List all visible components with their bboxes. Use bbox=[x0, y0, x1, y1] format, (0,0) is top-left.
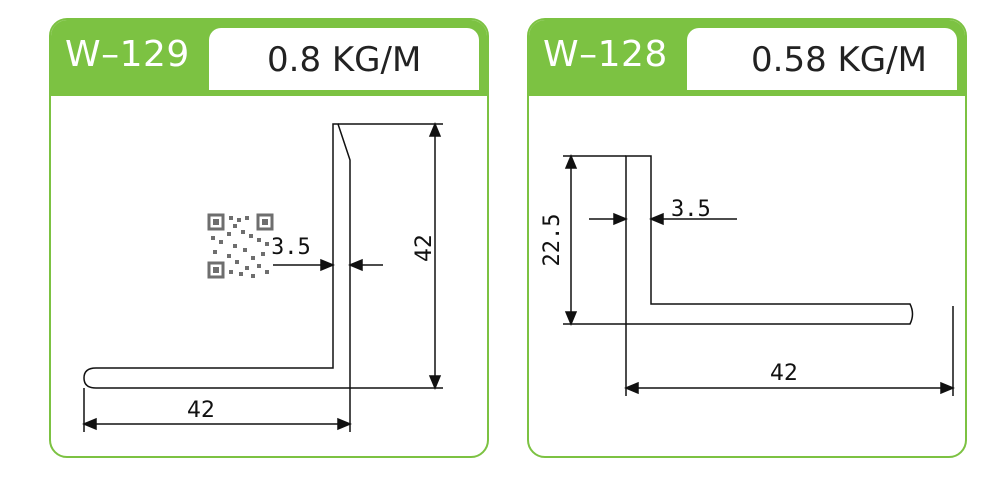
profile-card-w128: W–128 0.58 KG/M 3.5 22.5 bbox=[527, 18, 967, 458]
card-header: W–128 0.58 KG/M bbox=[529, 20, 965, 96]
profile-drawing-w128: 3.5 22.5 42 bbox=[540, 154, 955, 396]
l-profile-outline bbox=[83, 123, 351, 389]
weight-value: 0.58 KG/M bbox=[751, 40, 927, 80]
qr-code-icon bbox=[207, 213, 274, 279]
height-label: 42 bbox=[412, 234, 437, 262]
profile-drawing-w129: 3.5 42 42 bbox=[82, 122, 443, 432]
weight-box: 0.8 KG/M bbox=[209, 28, 479, 90]
weight-value: 0.8 KG/M bbox=[267, 40, 422, 80]
width-label: 42 bbox=[187, 398, 215, 423]
height-label: 22.5 bbox=[540, 214, 565, 267]
thickness-label: 3.5 bbox=[271, 235, 311, 260]
thickness-label: 3.5 bbox=[671, 197, 711, 222]
l-profile-outline bbox=[625, 155, 914, 325]
weight-box: 0.58 KG/M bbox=[687, 28, 957, 90]
width-label: 42 bbox=[770, 361, 798, 386]
card-header: W–129 0.8 KG/M bbox=[51, 20, 487, 96]
model-number: W–128 bbox=[543, 34, 668, 75]
model-number: W–129 bbox=[65, 34, 190, 75]
profile-card-w129: W–129 0.8 KG/M 3.5 42 bbox=[49, 18, 489, 458]
